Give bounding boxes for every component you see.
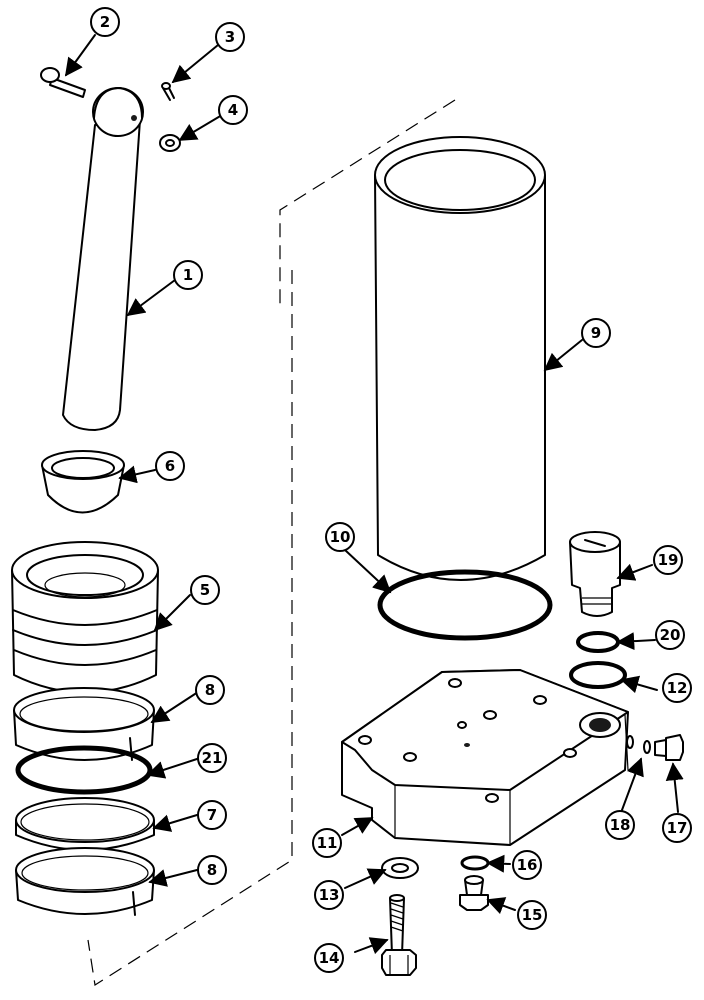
callout-7: 7 [197,800,227,830]
callout-2: 2 [90,7,120,37]
part-1-plunger [62,87,144,431]
callout-20: 20 [655,620,685,650]
callout-12: 12 [662,673,692,703]
callout-15: 15 [517,900,547,930]
leader-lines [64,34,684,955]
callout-8-upper-label: 8 [205,681,215,699]
callout-7-label: 7 [207,806,217,824]
part-18-seal [643,740,651,754]
callout-10: 10 [325,522,355,552]
callout-16-label: 16 [517,856,538,874]
part-10-o-ring [377,569,553,641]
callout-3: 3 [215,22,245,52]
part-6-cup-seal [41,450,125,514]
callout-3-label: 3 [225,28,235,46]
callout-16: 16 [512,850,542,880]
part-7-backup-ring [15,797,155,851]
part-4-washer [159,134,181,152]
callout-5-label: 5 [200,581,210,599]
callout-21-label: 21 [202,749,223,767]
callout-1: 1 [173,260,203,290]
callout-18-label: 18 [610,816,631,834]
callout-8-lower-label: 8 [207,861,217,879]
part-15-plug [459,875,489,911]
callout-6-label: 6 [165,457,175,475]
part-8-upper-wear-ring [13,687,155,761]
callout-11: 11 [312,828,342,858]
callout-8-lower: 8 [197,855,227,885]
callout-4-label: 4 [228,101,238,119]
part-2-pin [40,67,86,98]
part-19-fitting [569,531,621,617]
part-3-cotter-pin [161,82,175,101]
part-20-o-ring [576,631,620,653]
part-16-o-ring [460,855,490,871]
callout-9: 9 [581,318,611,348]
callout-21: 21 [197,743,227,773]
part-13-washer [381,857,419,879]
part-11-end-cap [341,669,634,846]
callout-6: 6 [155,451,185,481]
callout-14: 14 [314,943,344,973]
callout-17: 17 [662,813,692,843]
callout-11-label: 11 [317,834,338,852]
callout-15-label: 15 [522,906,543,924]
callout-19: 19 [653,545,683,575]
callout-14-label: 14 [319,949,340,967]
callout-13: 13 [314,880,344,910]
callout-10-label: 10 [330,528,351,546]
callout-5: 5 [190,575,220,605]
callout-12-label: 12 [667,679,688,697]
part-17-plug [654,734,684,761]
part-8-lower-wear-ring [15,847,155,916]
callout-4: 4 [218,95,248,125]
callout-19-label: 19 [658,551,679,569]
callout-1-label: 1 [183,266,193,284]
callout-2-label: 2 [100,13,110,31]
callout-18: 18 [605,810,635,840]
callout-8-upper: 8 [195,675,225,705]
callout-9-label: 9 [591,324,601,342]
callout-17-label: 17 [667,819,688,837]
part-9-cylinder-barrel [374,136,546,581]
part-14-bolt [381,894,417,976]
callout-20-label: 20 [660,626,681,644]
assembly-boundary [87,99,456,986]
part-5-piston [11,541,159,694]
part-12-o-ring [569,661,627,689]
callout-13-label: 13 [319,886,340,904]
